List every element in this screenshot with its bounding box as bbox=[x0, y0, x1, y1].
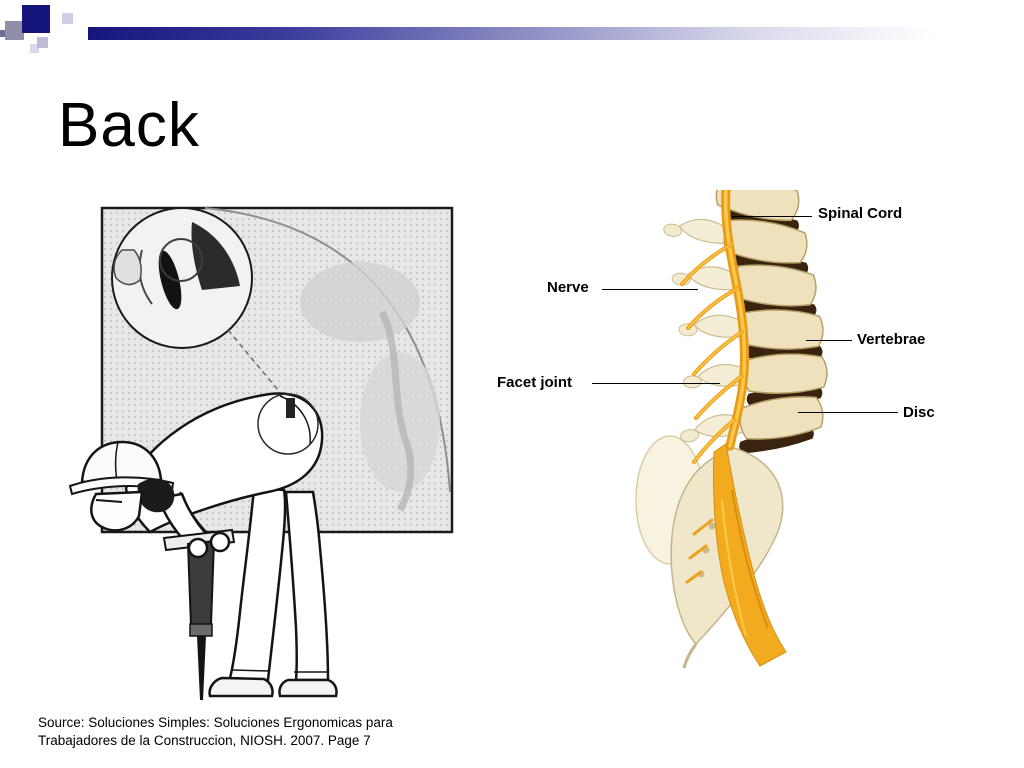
leader-line-disc bbox=[798, 412, 898, 413]
source-line-2: Trabajadores de la Construccion, NIOSH. … bbox=[38, 732, 371, 748]
label-disc: Disc bbox=[903, 404, 935, 421]
label-facet-joint: Facet joint bbox=[497, 374, 573, 391]
source-citation: Source: Soluciones Simples: Soluciones E… bbox=[38, 714, 393, 749]
spine-anatomy-illustration bbox=[635, 190, 828, 669]
label-nerve: Nerve bbox=[547, 279, 589, 296]
label-spinal-cord: Spinal Cord bbox=[818, 205, 903, 222]
leader-line-spinal-cord bbox=[732, 216, 812, 217]
leader-line-facet-joint bbox=[592, 383, 720, 384]
decor-square-below-bar bbox=[30, 44, 39, 53]
label-vertebrae: Vertebrae bbox=[857, 331, 926, 348]
decor-square-gray bbox=[5, 21, 24, 40]
slide-title: Back bbox=[58, 91, 200, 160]
decor-square-tiny bbox=[0, 30, 7, 37]
source-line-1: Source: Soluciones Simples: Soluciones E… bbox=[38, 715, 393, 730]
worker-jackhammer-illustration bbox=[68, 206, 454, 700]
leader-line-vertebrae bbox=[806, 340, 852, 341]
leader-line-nerve bbox=[602, 289, 698, 290]
decor-square-lavender bbox=[62, 13, 73, 24]
decor-square-small bbox=[37, 37, 48, 48]
header-gradient-bar bbox=[88, 27, 1009, 40]
decor-square-navy bbox=[22, 5, 50, 33]
